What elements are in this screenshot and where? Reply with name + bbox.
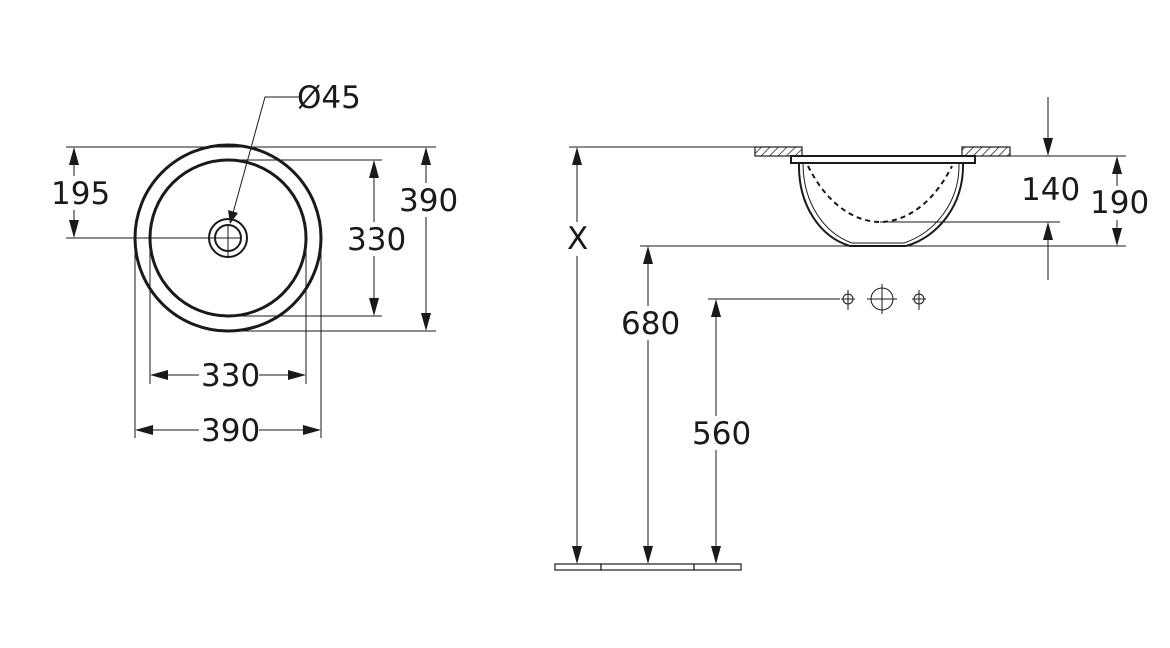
mounting-height-dimension	[565, 147, 591, 564]
inner-diameter-vertical-label: 330	[347, 222, 406, 258]
drain-diameter-label: Ø45	[297, 80, 361, 116]
tap-hole-center-icon	[867, 284, 897, 314]
plan-view: Ø45 195 330 390	[50, 80, 458, 449]
center-offset-label: 195	[51, 176, 110, 212]
basin-bowl-outline	[802, 162, 960, 244]
drain-diameter-leader	[228, 96, 300, 224]
bowl-total-depth-dimension	[1089, 156, 1147, 246]
center-offset-dimension	[50, 147, 106, 238]
elevation-view: X 680 560 140	[554, 97, 1149, 571]
inner-diameter-horizontal-dimension	[150, 358, 306, 392]
inner-diameter-horizontal-label: 330	[201, 358, 260, 394]
floor	[554, 563, 742, 571]
bowl-bottom-height-label: 680	[621, 306, 680, 342]
bowl-inner-depth-dimension	[1043, 97, 1053, 280]
tap-hole-right-icon	[912, 290, 926, 310]
tap-hole-left-icon	[841, 290, 855, 310]
countertop-right	[961, 146, 1011, 157]
basin-inner-depth-line	[807, 165, 953, 224]
basin-bowl	[797, 162, 965, 247]
bowl-inner-depth-label: 140	[1021, 172, 1080, 208]
outer-diameter-horizontal-dimension	[135, 413, 321, 447]
outer-diameter-vertical-label: 390	[399, 183, 458, 219]
basin-rim	[790, 155, 976, 164]
bowl-total-depth-label: 190	[1090, 185, 1149, 221]
outer-diameter-horizontal-label: 390	[201, 413, 260, 449]
tap-height-label: 560	[692, 416, 751, 452]
bowl-bottom-height-dimension	[620, 246, 678, 564]
mounting-height-label: X	[567, 221, 588, 257]
countertop-left	[754, 146, 803, 157]
inner-diameter-vertical-dimension	[346, 160, 402, 316]
outer-diameter-vertical-dimension	[398, 147, 456, 331]
tap-height-dimension	[690, 299, 748, 564]
